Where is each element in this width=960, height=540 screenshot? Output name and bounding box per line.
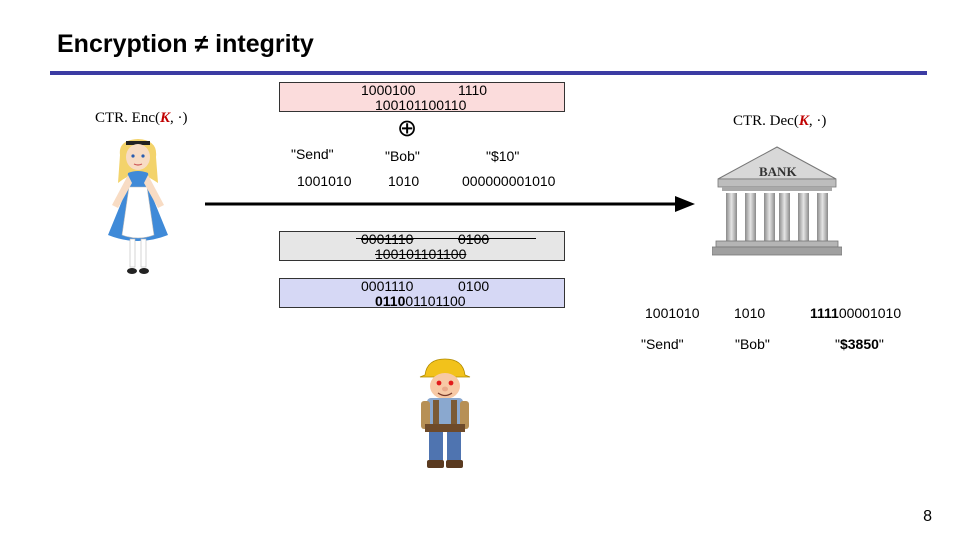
xor-icon: ⊕	[397, 114, 418, 142]
bank-sign: BANK	[759, 164, 797, 179]
plaintext-word-send: "Send"	[291, 146, 334, 162]
ciphertext-modified-box: 0001110 0100 011001101100	[279, 278, 565, 309]
keystream-bits-1a: 1000100	[361, 82, 416, 98]
quote-close: "	[878, 336, 884, 352]
plaintext-bits-bob: 1010	[388, 173, 420, 189]
decrypted-word-amount: "$3850"	[835, 336, 884, 352]
cipher-modified-1b: 0100	[458, 278, 490, 294]
slide-title: Encryption ≠ integrity	[57, 30, 314, 58]
decrypted-bits-amount: 111100001010	[810, 305, 901, 321]
plaintext-bits-amount: 000000001010	[462, 173, 556, 189]
plaintext-word-amount: "$10"	[486, 148, 520, 164]
dec-label-suffix: , ·)	[808, 113, 827, 129]
enc-label-prefix: CTR. Enc(	[95, 110, 160, 126]
plaintext-bits-send: 1001010	[297, 173, 352, 189]
page-number: 8	[923, 508, 932, 525]
dec-label: CTR. Dec(K, ·)	[733, 113, 826, 130]
keystream-bits-2: 100101100110	[375, 97, 467, 113]
keystream-bits-1b: 1110	[458, 82, 488, 98]
decrypted-bits-bold: 1111	[810, 305, 839, 321]
keystream-box: 1000100 1110 100101100110	[279, 82, 565, 113]
adversary-illustration	[419, 358, 471, 468]
bank-illustration	[712, 146, 842, 256]
enc-label: CTR. Enc(K, ·)	[95, 110, 188, 127]
ciphertext-original-box: 0001110 0100 100101101100	[279, 231, 565, 262]
transmission-arrow	[205, 196, 695, 212]
cipher-original-1a: 0001110	[361, 231, 414, 247]
decrypted-bits-rest: 00001010	[838, 305, 902, 321]
title-underline	[50, 71, 927, 75]
cipher-original-1b: 0100	[458, 231, 490, 247]
cipher-modified-1a: 0001110	[361, 278, 414, 294]
enc-key-var: K	[160, 110, 171, 126]
plaintext-word-bob: "Bob"	[385, 148, 420, 164]
strike-line	[356, 238, 536, 239]
decrypted-bits-bob: 1010	[734, 305, 766, 321]
cipher-original-2: 100101101100	[375, 246, 467, 262]
decrypted-bits-send: 1001010	[645, 305, 700, 321]
decrypted-amount-bold: $3850	[839, 336, 879, 352]
decrypted-word-bob: "Bob"	[735, 336, 770, 352]
cipher-modified-bits-rest: 01101100	[405, 293, 466, 309]
cipher-modified-2: 011001101100	[375, 293, 466, 309]
alice-illustration	[108, 139, 168, 274]
cipher-modified-bits-bold: 0110	[375, 293, 406, 309]
dec-label-prefix: CTR. Dec(	[733, 113, 799, 129]
quote-open: "	[835, 336, 840, 352]
enc-label-suffix: , ·)	[170, 110, 188, 126]
decrypted-word-send: "Send"	[641, 336, 684, 352]
dec-key-var: K	[798, 113, 809, 129]
